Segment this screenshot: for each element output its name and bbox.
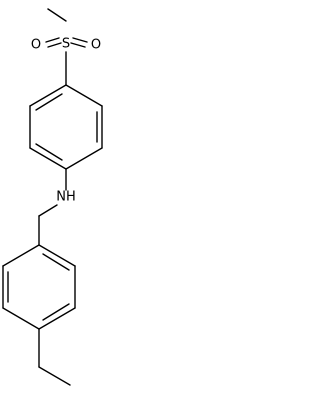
ring1-bond-6: [29, 84, 67, 107]
bond-methyl-sulfur: [47, 8, 67, 22]
ring1-bond-3: [65, 147, 103, 170]
amine-label: NH: [56, 190, 76, 205]
methyl-bond: [47, 8, 67, 22]
oxygen-left-label: O: [31, 38, 41, 53]
ring1-bond-4: [29, 147, 67, 170]
bond-sulfur-oxygen-right-b: [70, 42, 86, 48]
bond-amine-methylene: [38, 204, 58, 217]
oxygen-right-label: O: [91, 38, 101, 53]
linker-bonds: [38, 168, 67, 246]
bond-sulfur-oxygen-right-a: [72, 37, 88, 43]
ring2-bond-3: [38, 307, 76, 330]
bond-sulfur-oxygen-left-a: [45, 37, 60, 43]
bond-ethyl: [38, 366, 71, 386]
ring2-inner-bond-2: [42, 303, 70, 321]
ring2-bond-4: [2, 307, 40, 330]
ring2-bond-6: [2, 244, 40, 267]
sulfonyl-group: [45, 37, 88, 86]
lower-benzene-ring: [2, 244, 76, 330]
ethyl-group: [38, 328, 71, 386]
upper-benzene-ring: [29, 84, 103, 170]
structural-formula: S O O NH: [2, 8, 103, 386]
ring1-inner-bond-2: [35, 143, 63, 161]
ring2-inner-bond-1: [42, 253, 70, 271]
sulfur-label: S: [62, 37, 70, 52]
ring2-bond-1: [38, 244, 76, 267]
ring1-inner-bond-3: [35, 93, 63, 111]
atom-labels: S O O NH: [31, 37, 101, 205]
ring1-bond-1: [65, 84, 103, 107]
bond-sulfur-oxygen-left-b: [47, 42, 62, 48]
